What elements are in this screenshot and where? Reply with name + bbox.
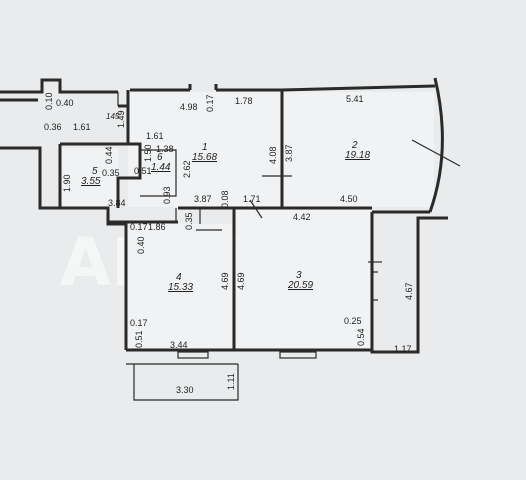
dim-label: 0.25: [344, 316, 362, 326]
dim-label: 3.87: [284, 144, 294, 162]
dim-label: 0.10: [44, 92, 54, 110]
dim-label: 0.08: [220, 190, 230, 208]
dim-label: 2.62: [182, 160, 192, 178]
dim-label: 0.35: [102, 168, 120, 178]
dimension-labels: 0.40 0.10 145 0.36 1.61 1.49 4.98 0.17 1…: [44, 92, 414, 395]
room-3-area-label: 20.59: [287, 280, 313, 291]
room-labels: 1 15.68 2 19.18 3 20.59 4 15.33 5 3.55 6…: [81, 140, 370, 293]
dim-label: 3.84: [108, 198, 126, 208]
dim-label: 1.61: [73, 122, 91, 132]
dim-label: 1.86: [148, 222, 166, 232]
dim-label: 0.17: [130, 318, 148, 328]
dim-label: 4.08: [268, 146, 278, 164]
outer-walls: [0, 77, 448, 401]
room-2-area-label: 19.18: [345, 150, 370, 161]
room-1-number: 1: [202, 142, 208, 153]
room-1-area-label: 15.68: [192, 152, 217, 163]
dim-label: 0.17: [130, 222, 148, 232]
dim-label: 0.17: [205, 94, 215, 112]
room-3-area: [236, 210, 370, 348]
dim-label: 1.17: [394, 344, 412, 354]
dim-label: 0.54: [356, 328, 366, 346]
dim-label: 1.49: [116, 110, 126, 128]
dim-label: 0.36: [44, 122, 62, 132]
dim-label: 5.41: [346, 94, 364, 104]
dim-label: 1.11: [226, 373, 236, 390]
dim-label: 1.38: [156, 144, 174, 154]
dim-label: 4.69: [220, 272, 230, 290]
dim-label: 4.67: [404, 282, 414, 300]
room-2-number: 2: [351, 140, 358, 151]
room-6-area-label: 1.44: [151, 162, 171, 173]
dim-label: 1.71: [243, 194, 261, 204]
dim-label: 4.42: [293, 212, 311, 222]
dim-label: 1.50: [143, 144, 153, 162]
dim-label: 1.90: [62, 174, 72, 192]
dim-label: 4.50: [340, 194, 358, 204]
dim-label: 4.98: [180, 102, 198, 112]
room-5-area-label: 3.55: [81, 176, 101, 187]
dim-label: 0.51: [134, 166, 152, 176]
room-4-number: 4: [176, 272, 182, 283]
dim-label: 4.69: [236, 272, 246, 290]
dim-label: 3.44: [170, 340, 188, 350]
room-3-number: 3: [296, 270, 302, 281]
room-2-area: [282, 92, 434, 207]
dim-label: 0.93: [162, 186, 172, 204]
dim-label: 145: [106, 112, 120, 121]
dim-label: 0.35: [184, 212, 194, 230]
dim-label: 3.87: [194, 194, 212, 204]
dim-label: 0.40: [136, 236, 146, 254]
dim-label: 1.78: [235, 96, 253, 106]
interior-walls: [58, 90, 461, 359]
room-5-number: 5: [92, 166, 98, 177]
dim-label: 1.61: [146, 131, 164, 141]
dim-label: 0.40: [56, 98, 74, 108]
dim-label: 3.30: [176, 385, 194, 395]
dim-label: 0.51: [134, 330, 144, 348]
room-5-area: [60, 148, 118, 206]
dim-label: 0.44: [104, 146, 114, 164]
room-4-area: [126, 224, 232, 348]
room-6-number: 6: [157, 152, 163, 163]
room-4-area-label: 15.33: [168, 282, 193, 293]
